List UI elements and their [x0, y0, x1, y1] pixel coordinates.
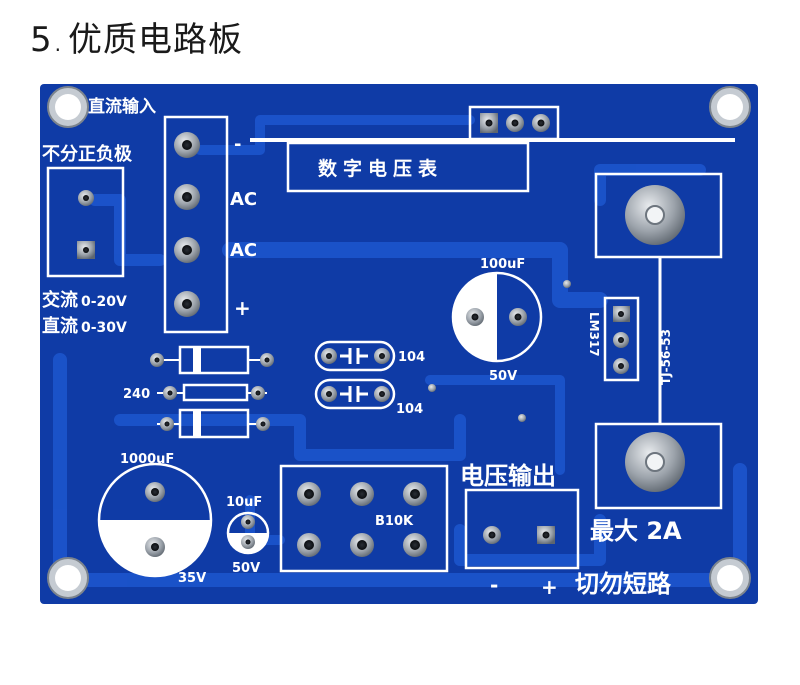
pad — [297, 482, 321, 506]
pad — [150, 353, 164, 367]
pad — [145, 482, 165, 502]
label-cap-1000uf-voltage: 35V — [178, 571, 206, 586]
label-max-current: 最大 2A — [590, 517, 682, 545]
label-ac-value: 0-20V — [81, 294, 127, 310]
pin-plus: + — [234, 296, 251, 320]
pad — [613, 358, 629, 374]
pad — [403, 533, 427, 557]
solder-pads — [77, 113, 685, 557]
input-header-outline — [163, 115, 229, 334]
mount-hole-br — [709, 557, 751, 599]
pad — [77, 241, 95, 259]
via — [428, 384, 436, 392]
mount-hole-tr — [709, 86, 751, 128]
pad — [256, 417, 270, 431]
pad — [174, 237, 200, 263]
label-pot: B10K — [375, 514, 414, 529]
pad — [350, 482, 374, 506]
pad — [241, 515, 255, 529]
pin-ac2: AC — [230, 240, 257, 261]
pad — [251, 386, 265, 400]
pad — [532, 114, 550, 132]
label-104-bottom: 104 — [396, 402, 423, 417]
label-cap-100uf-voltage: 50V — [489, 369, 517, 384]
label-output: 电压输出 — [460, 462, 556, 490]
pad — [78, 190, 94, 206]
pad — [506, 114, 524, 132]
mount-hole-tl — [47, 86, 89, 128]
label-out-plus: + — [541, 575, 558, 599]
cap-104-top-outline — [314, 340, 396, 372]
label-dc-range: 直流 — [42, 315, 78, 337]
label-out-minus: - — [490, 573, 498, 597]
label-ac-range: 交流 — [42, 289, 78, 311]
pad — [537, 526, 555, 544]
title-text: 优质电路板 — [68, 20, 243, 60]
pad — [466, 308, 484, 326]
pad — [160, 417, 174, 431]
label-no-polarity: 不分正负极 — [42, 143, 133, 165]
label-cap-100uf: 100uF — [480, 257, 525, 272]
silkscreen-outlines — [46, 105, 735, 578]
label-resistor-240: 240 — [123, 387, 150, 402]
pad — [174, 291, 200, 317]
label-cap-1000uf: 1000uF — [120, 452, 174, 467]
pad — [374, 386, 390, 402]
pad — [613, 306, 630, 322]
label-no-short: 切勿短路 — [575, 570, 672, 598]
mounting-holes — [47, 86, 751, 599]
cap-104-bottom-outline — [314, 378, 396, 410]
pin-ac1: AC — [230, 189, 257, 210]
label-104-top: 104 — [398, 350, 425, 365]
pad — [163, 386, 177, 400]
pad — [241, 535, 255, 549]
lm317-outline — [603, 296, 640, 382]
pad — [403, 482, 427, 506]
pad — [174, 184, 200, 210]
pin-minus: - — [234, 134, 241, 155]
output-terminal-outline — [464, 488, 580, 570]
pad — [174, 132, 200, 158]
pad — [260, 353, 274, 367]
label-heatsink: TJ-56-53 — [659, 329, 673, 385]
pad — [297, 533, 321, 557]
pad — [509, 308, 527, 326]
pad — [480, 113, 498, 133]
page-title: 5.优质电路板 — [30, 12, 243, 61]
input-terminal-outline — [46, 166, 125, 278]
cap-symbols — [340, 348, 368, 402]
pcb-substrate — [40, 84, 758, 604]
pad — [483, 526, 501, 544]
via — [518, 414, 526, 422]
label-cap-10uf: 10uF — [226, 495, 262, 510]
label-dc-value: 0-30V — [81, 320, 127, 336]
voltmeter-connector-outline — [468, 105, 560, 141]
pad — [625, 432, 685, 492]
pad — [625, 185, 685, 245]
mount-hole-bl — [47, 557, 89, 599]
pad — [145, 537, 165, 557]
label-regulator: LM317 — [587, 312, 601, 357]
copper-traces — [53, 115, 747, 587]
voltmeter-outline — [286, 141, 530, 193]
pad — [613, 332, 629, 348]
label-voltmeter: 数字电压表 — [318, 157, 443, 180]
pad — [350, 533, 374, 557]
pad — [321, 348, 337, 364]
pot-outline — [279, 464, 449, 573]
label-cap-10uf-voltage: 50V — [232, 561, 260, 576]
label-dc-input: 直流输入 — [88, 96, 156, 117]
title-separator: . — [54, 32, 62, 56]
pad — [374, 348, 390, 364]
title-number: 5 — [30, 20, 53, 60]
pad — [321, 386, 337, 402]
via — [563, 280, 571, 288]
